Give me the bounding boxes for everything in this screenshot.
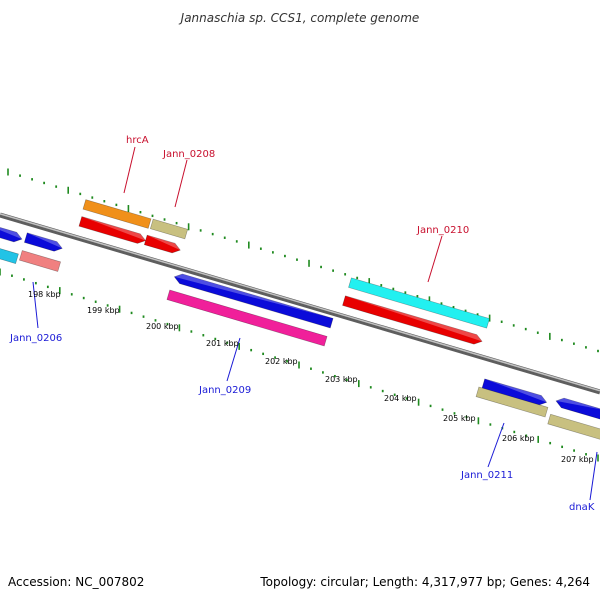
label-Jann_0209[interactable]: Jann_0209 bbox=[198, 385, 251, 396]
leader-line-Jann_0206 bbox=[32, 281, 39, 329]
scale-label-204: 204 kbp bbox=[384, 394, 417, 403]
accession-text: Accession: NC_007802 bbox=[8, 575, 144, 589]
leader-line-Jann_0211 bbox=[487, 422, 505, 468]
gene-dnaK-arrow[interactable] bbox=[547, 413, 600, 441]
gene-Jann_0209-blue-arrow[interactable] bbox=[173, 272, 334, 329]
gene-labels: hrcA Jann_0208 Jann_0210 Jann_0206 Jann_… bbox=[9, 135, 598, 513]
gene-features bbox=[0, 199, 600, 441]
leader-line-dnaK bbox=[589, 451, 598, 501]
leader-line-hrcA bbox=[123, 146, 136, 194]
scale-label-199: 199 kbp bbox=[87, 306, 120, 315]
gene-red-2-arrow[interactable] bbox=[143, 234, 181, 255]
label-dnaK[interactable]: dnaK bbox=[569, 502, 595, 513]
gene-left-salmon-arrow[interactable] bbox=[19, 250, 61, 272]
genome-backbone bbox=[0, 212, 600, 395]
gene-Jann_0209-arrow[interactable] bbox=[166, 289, 328, 347]
scale-label-201: 201 kbp bbox=[206, 339, 239, 348]
gene-hrcA-arrow[interactable] bbox=[82, 199, 152, 229]
gene-red-1-arrow[interactable] bbox=[78, 216, 147, 246]
gene-Jann_0208-arrow[interactable] bbox=[149, 218, 189, 240]
label-Jann_0210[interactable]: Jann_0210 bbox=[416, 225, 469, 236]
map-title: Jannaschia sp. CCS1, complete genome bbox=[179, 11, 420, 25]
scale-label-200: 200 kbp bbox=[146, 322, 179, 331]
label-Jann_0206[interactable]: Jann_0206 bbox=[9, 333, 62, 344]
gene-left-cyan-arrow[interactable] bbox=[0, 240, 19, 264]
leader-line-Jann_0209 bbox=[226, 337, 241, 382]
scale-label-205: 205 kbp bbox=[443, 414, 476, 423]
label-Jann_0211[interactable]: Jann_0211 bbox=[460, 470, 513, 481]
gene-red-3-arrow[interactable] bbox=[342, 295, 484, 346]
gene-Jann_0211-arrow[interactable] bbox=[475, 386, 549, 418]
scale-label-202: 202 kbp bbox=[265, 357, 298, 366]
gene-left-blue-1-arrow[interactable] bbox=[0, 219, 23, 244]
scale-labels: 198 kbp 199 kbp 200 kbp 201 kbp 202 kbp … bbox=[28, 290, 594, 464]
inner-tick-track bbox=[0, 268, 599, 462]
scale-label-198: 198 kbp bbox=[28, 290, 61, 299]
leader-line-Jann_0210 bbox=[427, 235, 443, 283]
label-Jann_0208[interactable]: Jann_0208 bbox=[162, 149, 215, 160]
gene-dnaK-blue-arrow[interactable] bbox=[555, 396, 600, 421]
label-hrcA[interactable]: hrcA bbox=[126, 135, 149, 146]
leader-line-Jann_0208 bbox=[174, 159, 188, 208]
gene-Jann_0210-arrow[interactable] bbox=[348, 277, 490, 329]
scale-label-203: 203 kbp bbox=[325, 375, 358, 384]
scale-label-207: 207 kbp bbox=[561, 455, 594, 464]
gene-Jann_0211-blue-arrow[interactable] bbox=[481, 378, 548, 407]
outer-tick-track bbox=[7, 168, 599, 353]
scale-label-206: 206 kbp bbox=[502, 434, 535, 443]
gene-left-blue-2-arrow[interactable] bbox=[23, 232, 63, 253]
topology-text: Topology: circular; Length: 4,317,977 bp… bbox=[259, 575, 590, 589]
